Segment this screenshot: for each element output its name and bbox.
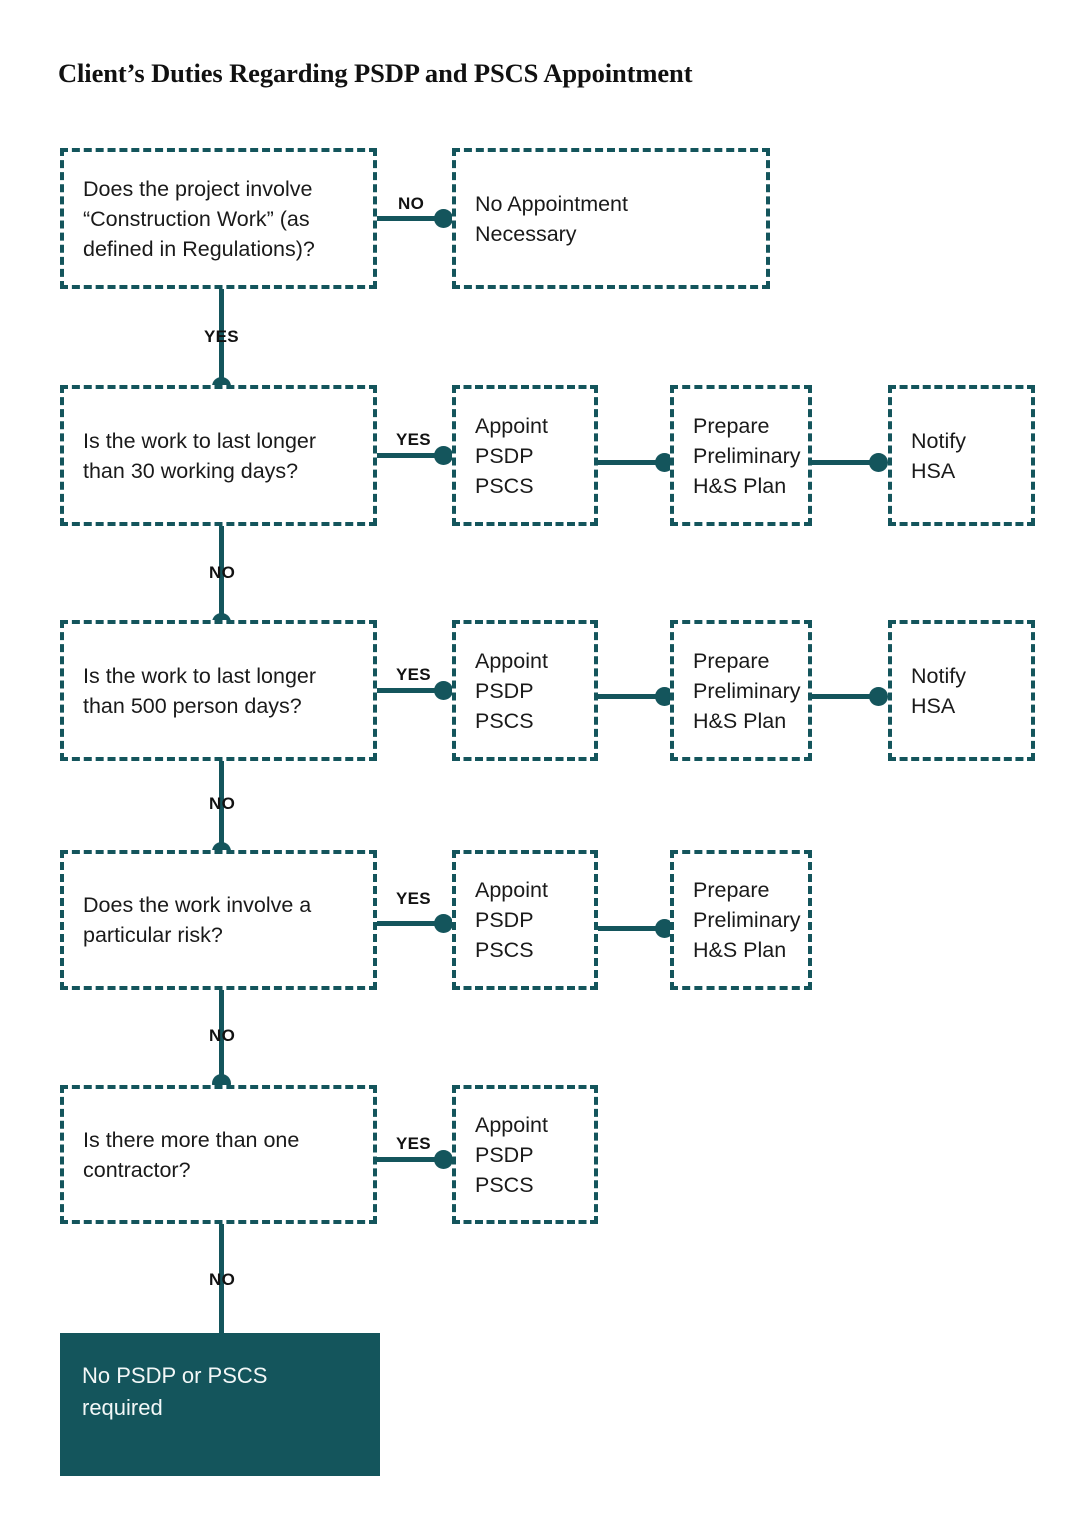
node-label: Prepare Preliminary H&S Plan (693, 648, 801, 733)
edge-dot-q1-no (434, 209, 453, 228)
edge-q2-no (219, 526, 224, 624)
edge-dot-prepare-row3 (655, 687, 674, 706)
node-notify-hsa-row2[interactable]: Notify HSA (888, 385, 1035, 526)
node-label: Prepare Preliminary H&S Plan (693, 413, 801, 498)
edge-q5-no (219, 1224, 224, 1334)
edge-prepare-to-notify-row3 (812, 694, 884, 699)
edge-label-q5-yes: YES (396, 1134, 431, 1153)
node-label: No PSDP or PSCS required (82, 1363, 268, 1420)
node-appoint-psdp-pscs-row5[interactable]: Appoint PSDP PSCS (452, 1085, 598, 1224)
node-prepare-hs-plan-row3[interactable]: Prepare Preliminary H&S Plan (670, 620, 812, 761)
edge-dot-q2-yes (434, 446, 453, 465)
node-question-500-person-days[interactable]: Is the work to last longer than 500 pers… (60, 620, 377, 761)
node-label: Is there more than one contractor? (83, 1127, 300, 1182)
edge-dot-q4-yes (434, 914, 453, 933)
node-no-appointment-necessary[interactable]: No Appointment Necessary (452, 148, 770, 289)
edge-q2-yes (377, 453, 449, 458)
node-appoint-psdp-pscs-row4[interactable]: Appoint PSDP PSCS (452, 850, 598, 990)
edge-dot-q3-yes (434, 681, 453, 700)
edge-label-q4-no: NO (209, 1026, 236, 1045)
edge-q3-no (219, 761, 224, 857)
edge-q1-no (377, 216, 449, 221)
edge-q3-yes (377, 688, 449, 693)
page-title: Client’s Duties Regarding PSDP and PSCS … (58, 58, 693, 88)
node-question-construction-work[interactable]: Does the project involve “Construction W… (60, 148, 377, 289)
node-appoint-psdp-pscs-row3[interactable]: Appoint PSDP PSCS (452, 620, 598, 761)
edge-label-q1-yes: YES (204, 327, 239, 346)
node-prepare-hs-plan-row4[interactable]: Prepare Preliminary H&S Plan (670, 850, 812, 990)
edge-dot-q5-yes (434, 1150, 453, 1169)
edge-label-q2-yes: YES (396, 430, 431, 449)
node-label: Appoint PSDP PSCS (475, 878, 548, 962)
edge-q5-yes (377, 1157, 449, 1162)
node-label: No Appointment Necessary (475, 191, 628, 246)
edge-q4-yes (377, 921, 449, 926)
node-label: Appoint PSDP PSCS (475, 1112, 548, 1197)
edge-dot-notify-row3 (869, 687, 888, 706)
edge-dot-prepare-row2 (655, 453, 674, 472)
edge-appoint-to-prepare-row2 (598, 460, 670, 465)
edge-label-q1-no: NO (398, 194, 425, 213)
node-label: Appoint PSDP PSCS (475, 648, 548, 733)
edge-label-q3-no: NO (209, 794, 236, 813)
node-question-particular-risk[interactable]: Does the work involve a particular risk? (60, 850, 377, 990)
node-label: Appoint PSDP PSCS (475, 413, 548, 498)
node-notify-hsa-row3[interactable]: Notify HSA (888, 620, 1035, 761)
node-label: Is the work to last longer than 30 worki… (83, 428, 317, 483)
edge-label-q5-no: NO (209, 1270, 236, 1289)
node-label: Notify HSA (911, 663, 966, 718)
node-label: Does the project involve “Construction W… (83, 176, 315, 261)
node-appoint-psdp-pscs-row2[interactable]: Appoint PSDP PSCS (452, 385, 598, 526)
node-question-more-than-one-contractor[interactable]: Is there more than one contractor? (60, 1085, 377, 1224)
node-label: Notify HSA (911, 428, 966, 483)
node-label: Is the work to last longer than 500 pers… (83, 663, 317, 718)
node-label: Prepare Preliminary H&S Plan (693, 878, 801, 962)
edge-appoint-to-prepare-row4 (598, 926, 670, 931)
edge-label-q2-no: NO (209, 563, 236, 582)
edge-appoint-to-prepare-row3 (598, 694, 670, 699)
node-prepare-hs-plan-row2[interactable]: Prepare Preliminary H&S Plan (670, 385, 812, 526)
edge-q1-yes (219, 289, 224, 387)
edge-q4-no (219, 990, 224, 1086)
edge-label-q4-yes: YES (396, 889, 431, 908)
edge-dot-prepare-row4 (655, 919, 674, 938)
node-question-30-working-days[interactable]: Is the work to last longer than 30 worki… (60, 385, 377, 526)
edge-dot-notify-row2 (869, 453, 888, 472)
edge-label-q3-yes: YES (396, 665, 431, 684)
edge-prepare-to-notify-row2 (812, 460, 884, 465)
node-label: Does the work involve a particular risk? (83, 893, 312, 947)
node-no-psdp-or-pscs-required[interactable]: No PSDP or PSCS required (60, 1333, 380, 1476)
